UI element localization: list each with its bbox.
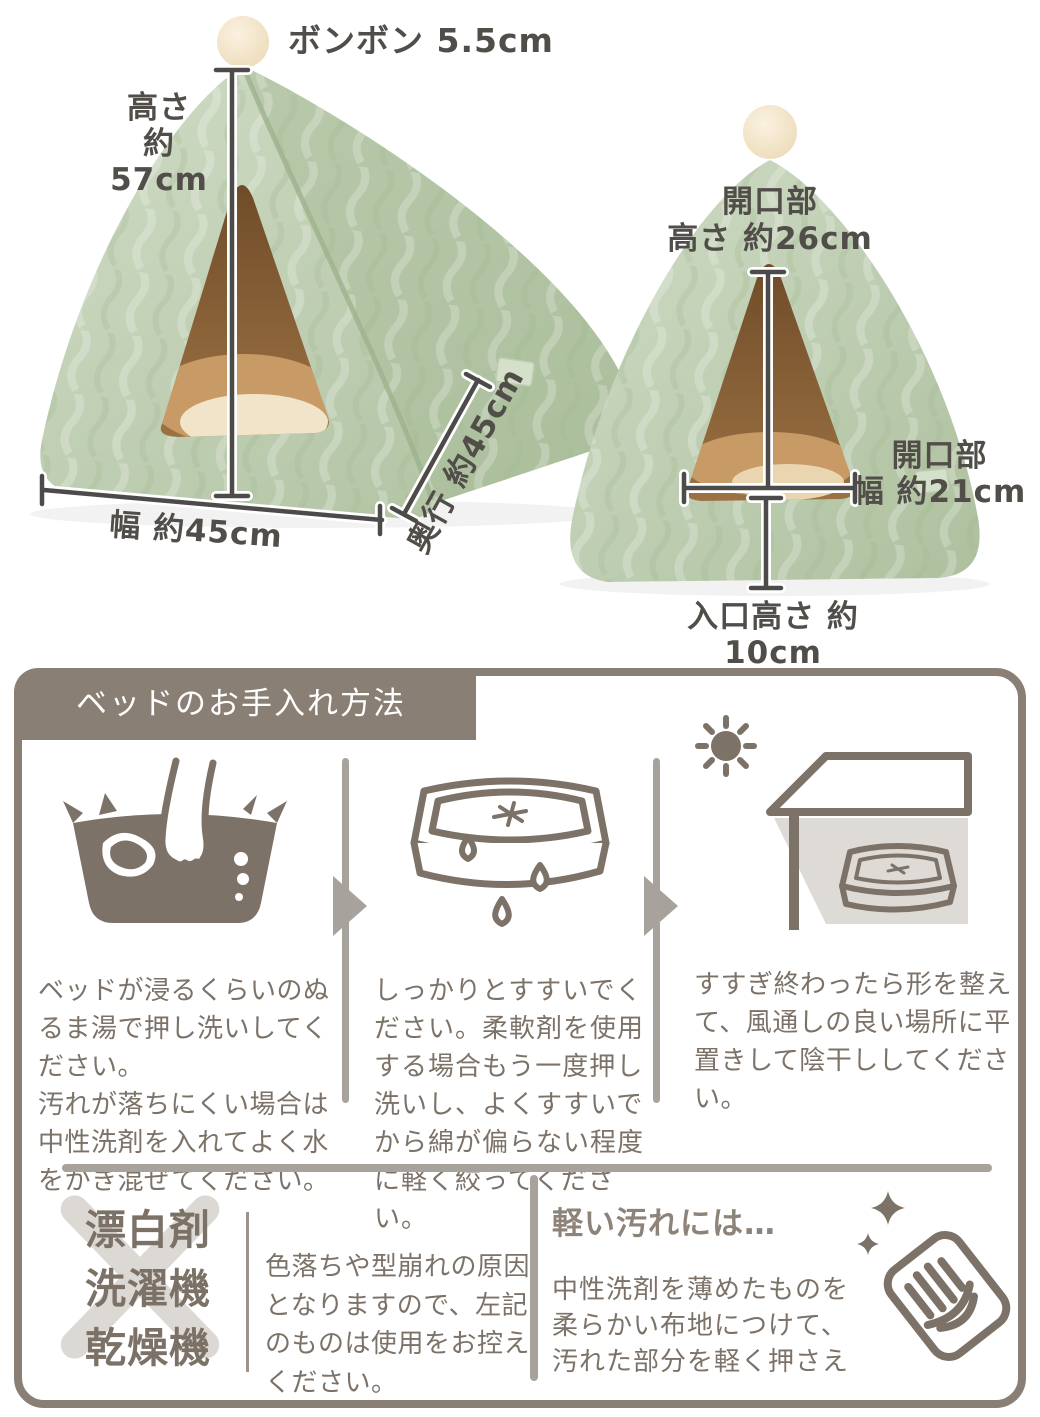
prohibited-item-bleach: 漂白剤 bbox=[85, 1206, 211, 1254]
pompom-size-label: ボンボン 5.5cm bbox=[288, 21, 554, 60]
bed-illustrations bbox=[30, 16, 990, 596]
sparkle-icon bbox=[857, 1191, 905, 1255]
entrance-height-label: 入口高さ 約10cm bbox=[687, 599, 859, 671]
light-dirt-heading: 軽い汚れには… bbox=[552, 1206, 776, 1242]
opening-height-line1: 開口部 bbox=[722, 184, 818, 220]
height-label: 高さ 約57cm bbox=[95, 90, 223, 198]
care-step-3-text: すすぎ終わったら形を整えて、風通しの良い場所に平置きして陰干ししてください。 bbox=[694, 970, 1013, 1114]
light-dirt-text: 中性洗剤を薄めたものを柔らかい布地につけて、汚れた部分を軽く押さえ bbox=[552, 1275, 850, 1377]
dimensions-diagram: ボンボン 5.5cm 高さ 約57cm 幅 約45cm 奥行 約45cm 開口部… bbox=[0, 0, 1040, 671]
left-bed-seam bbox=[240, 65, 435, 501]
wipe-cloth-icon bbox=[857, 1191, 1011, 1361]
care-section-title: ベッドのお手入れ方法 bbox=[14, 668, 476, 740]
rinse-drip-icon bbox=[410, 777, 610, 927]
opening-height-line2: 高さ 約26cm bbox=[667, 221, 873, 257]
opening-width-line2: 幅 約21cm bbox=[852, 474, 1027, 510]
sun-glyph bbox=[695, 715, 757, 777]
prohibited-item-dryer: 乾燥機 bbox=[85, 1324, 211, 1372]
horizontal-divider bbox=[62, 1164, 992, 1172]
thin-vertical-divider bbox=[246, 1212, 249, 1372]
hand-wash-icon bbox=[63, 757, 287, 923]
right-bed-illustration bbox=[570, 105, 980, 582]
left-bed-pompom bbox=[217, 16, 269, 68]
thick-vertical-divider bbox=[530, 1175, 538, 1381]
prohibited-item-washer: 洗濯機 bbox=[85, 1265, 211, 1313]
opening-height-label: 開口部 高さ 約26cm bbox=[665, 184, 875, 258]
opening-width-label: 開口部 幅 約21cm bbox=[852, 438, 1027, 510]
opening-width-line1: 開口部 bbox=[891, 438, 988, 474]
left-bed-tag bbox=[495, 357, 535, 387]
step-arrow-icon bbox=[333, 758, 367, 1103]
height-label-line2: 約57cm bbox=[110, 126, 208, 198]
prohibited-note-text: 色落ちや型崩れの原因となりますので、左記のものは使用をお控えください。 bbox=[265, 1252, 531, 1398]
care-step-1-text: ベッドが浸るくらいのぬるま湯で押し洗いしてください。 汚れが落ちにくい場合は中性… bbox=[38, 976, 330, 1196]
measurement-lines bbox=[37, 65, 860, 593]
care-instructions-box: ベッドのお手入れ方法 bbox=[14, 668, 1026, 1408]
shade-dry-icon bbox=[695, 715, 972, 930]
right-bed-tag bbox=[914, 467, 950, 495]
left-bed-illustration bbox=[40, 16, 636, 519]
right-bed-pompom bbox=[743, 105, 797, 159]
step-arrow-icon bbox=[644, 758, 678, 1103]
height-label-line1: 高さ bbox=[127, 90, 191, 126]
